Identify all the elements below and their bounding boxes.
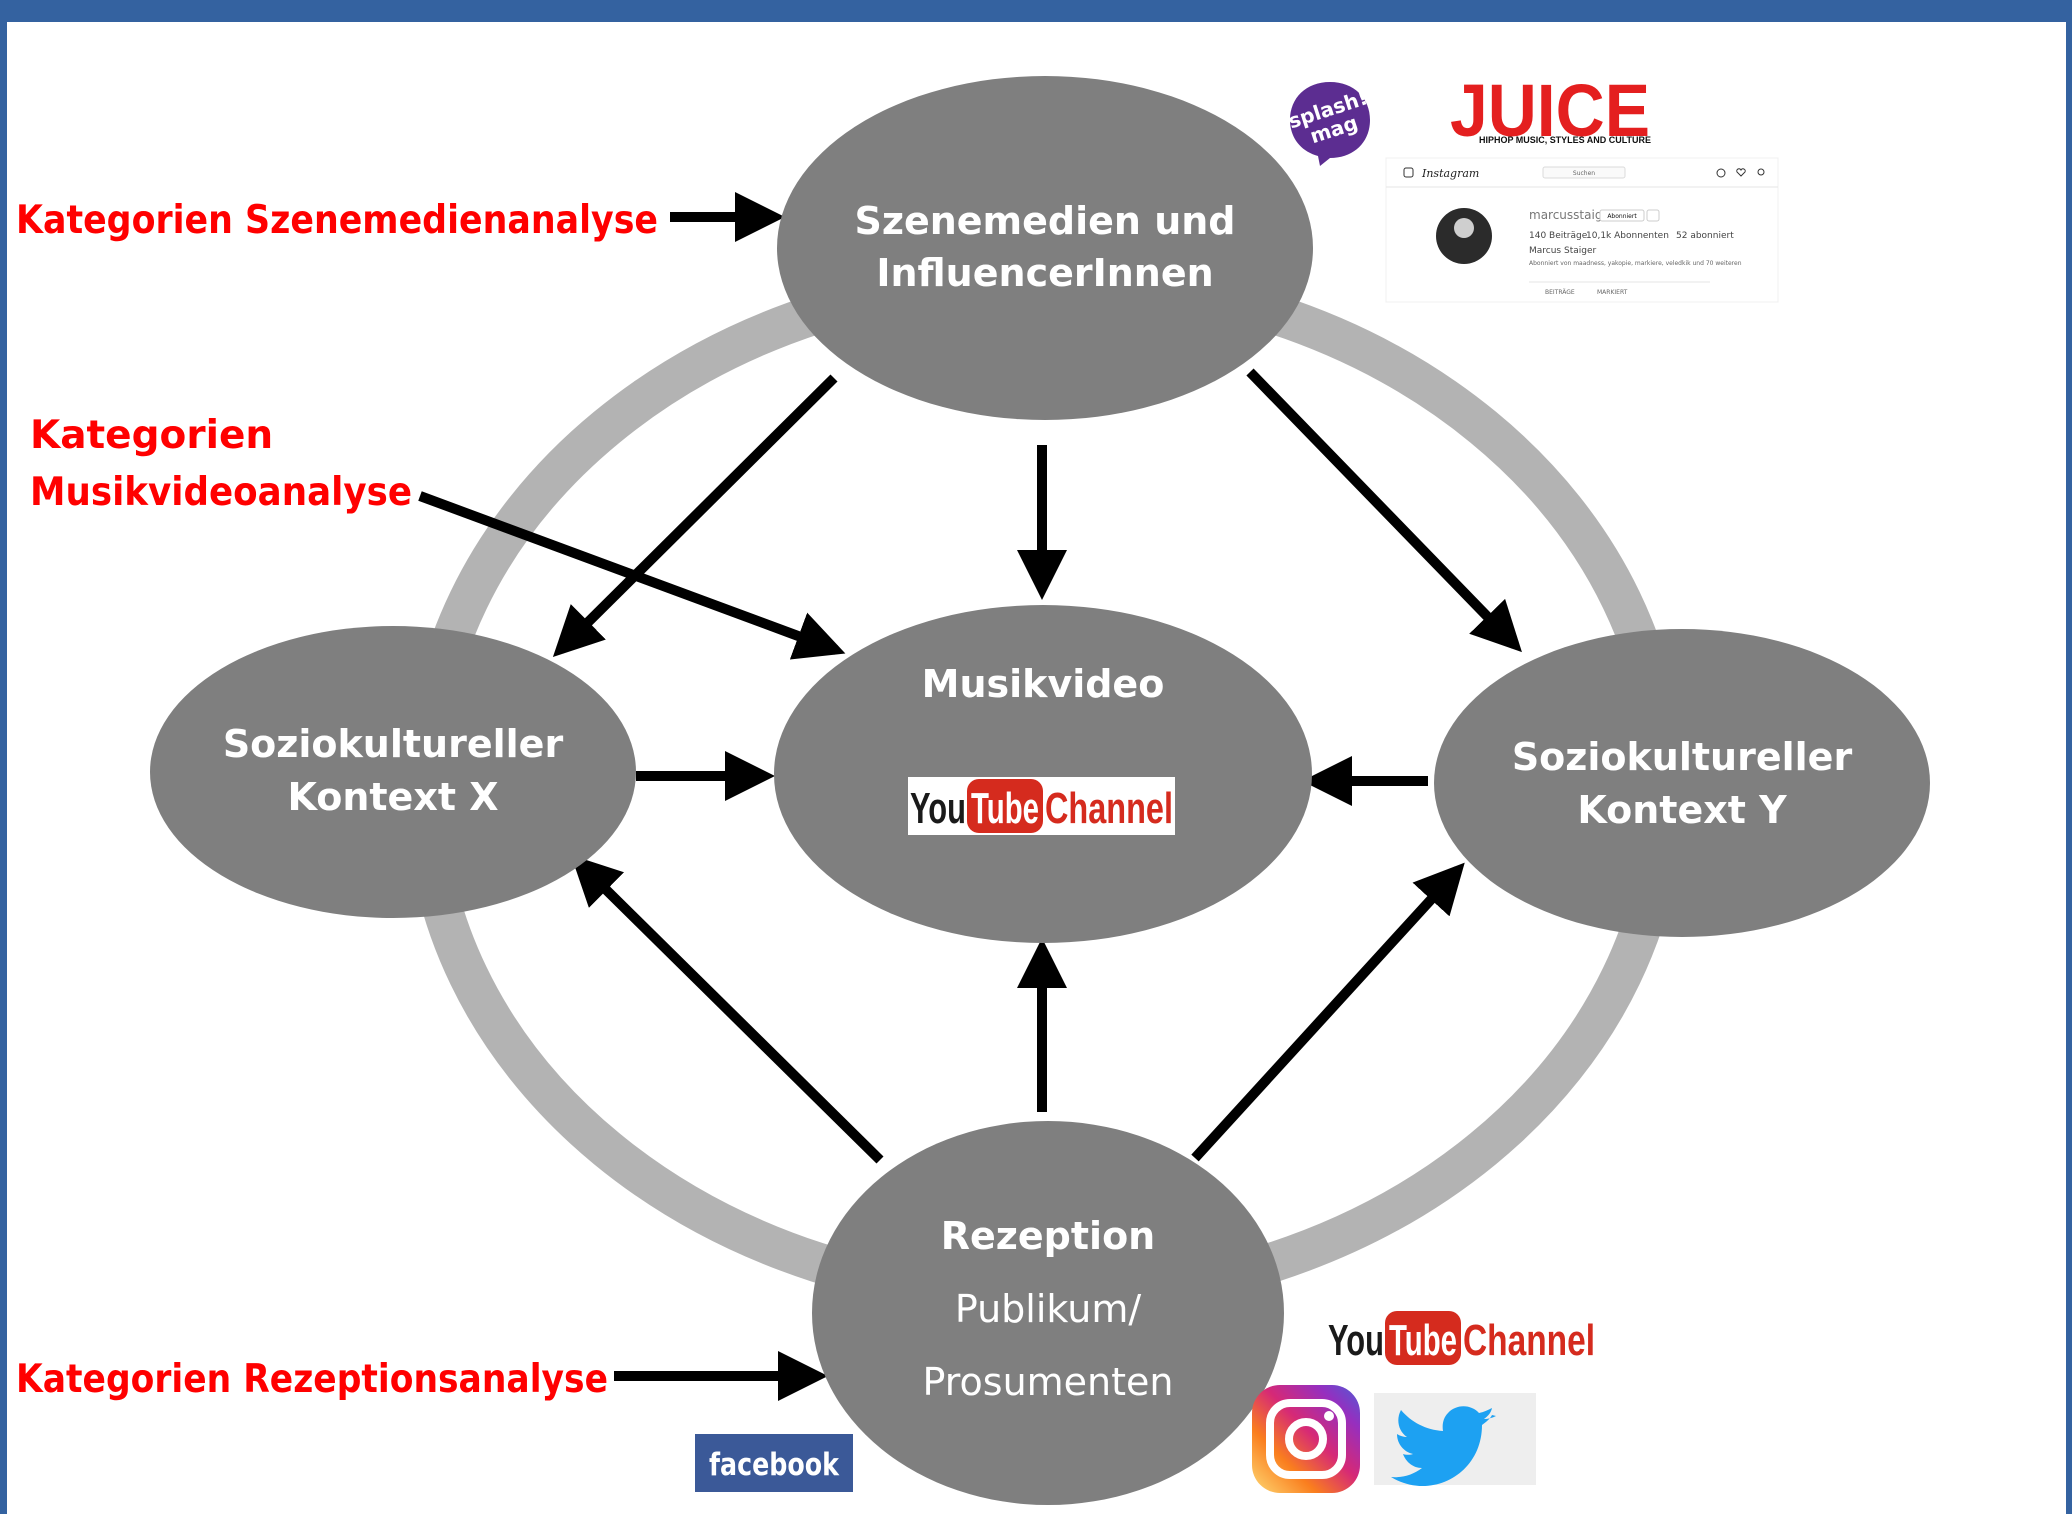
instagram-bio: Abonniert von maadness, yakopie, markier… [1529, 260, 1742, 267]
youtube-secondary-you: You [1328, 1316, 1384, 1365]
instagram-username: marcusstaiger [1529, 208, 1615, 222]
node-context-x-line1: Soziokultureller [223, 722, 564, 766]
right-frame-bar [2066, 0, 2072, 1514]
instagram-dropdown-button [1646, 209, 1660, 222]
facebook-logo-text: facebook [709, 1447, 840, 1483]
node-reception: Rezeption Publikum/ Prosumenten [812, 1121, 1284, 1505]
node-music-video-shape [774, 605, 1312, 943]
instagram-icon-bg [1252, 1385, 1360, 1493]
node-reception-shape [812, 1121, 1284, 1505]
instagram-camera-icon [1403, 167, 1414, 178]
arrow-scene-to-context-x [552, 374, 838, 658]
instagram-icon-dot [1324, 1411, 1334, 1421]
youtube-channel-logo-secondary: You Tube Channel [1328, 1311, 1595, 1365]
node-context-x: Soziokultureller Kontext X [150, 626, 636, 918]
node-reception-title: Rezeption [941, 1214, 1155, 1258]
youtube-logo-tube-bg [967, 779, 1043, 833]
instagram-following-count: 52 abonniert [1676, 231, 1734, 241]
arrow-category-musicvideo [418, 491, 846, 660]
node-music-video: Musikvideo You Tube Channel [774, 605, 1312, 943]
instagram-icon-lens [1285, 1418, 1327, 1460]
instagram-posts-count: 140 Beiträge [1529, 231, 1588, 241]
flow-arrows [418, 192, 1522, 1401]
node-reception-line3: Prosumenten [922, 1360, 1173, 1404]
instagram-profile-icon [1757, 168, 1765, 176]
instagram-followers-count: 10,1k Abonnenten [1586, 231, 1669, 241]
youtube-secondary-tube: Tube [1389, 1316, 1457, 1365]
node-scene-media-line1: Szenemedien und [854, 199, 1235, 243]
node-context-x-line2: Kontext X [287, 775, 498, 819]
instagram-search-placeholder: Suchen [1573, 170, 1595, 177]
arrow-scene-to-context-y [1246, 368, 1522, 653]
node-context-y-line2: Kontext Y [1577, 788, 1787, 832]
instagram-heart-icon [1736, 168, 1746, 177]
twitter-bird [1391, 1406, 1496, 1487]
instagram-follow-button [1599, 209, 1645, 222]
youtube-secondary-tube-bg [1385, 1311, 1461, 1365]
instagram-icon [1252, 1385, 1360, 1493]
arrow-reception-to-context-x [570, 854, 884, 1164]
node-context-y-shape [1434, 629, 1930, 937]
splash-mag-logo: splash! mag [1285, 82, 1370, 166]
node-reception-line2: Publikum/ [955, 1287, 1142, 1331]
instagram-icon-frame [1266, 1399, 1346, 1479]
youtube-logo-you: You [910, 784, 966, 833]
category-music-video-label-line2: Musikvideoanalyse [30, 470, 412, 515]
instagram-display-name: Marcus Staiger [1529, 246, 1596, 256]
instagram-avatar-face [1454, 218, 1474, 238]
instagram-brand: Instagram [1421, 167, 1479, 180]
category-reception-label: Kategorien Rezeptionsanalyse [16, 1357, 608, 1402]
node-context-y-line1: Soziokultureller [1512, 735, 1853, 779]
node-scene-media-line2: InfluencerInnen [876, 251, 1213, 295]
splash-mag-bubble [1290, 82, 1370, 166]
node-scene-media-shape [777, 76, 1313, 420]
youtube-secondary-channel: Channel [1463, 1316, 1595, 1365]
twitter-icon [1374, 1393, 1536, 1487]
instagram-tab-tagged: MARKIERT [1597, 289, 1628, 296]
facebook-logo: facebook [695, 1434, 853, 1492]
youtube-logo-tube: Tube [971, 784, 1039, 833]
instagram-explore-icon [1716, 168, 1726, 178]
left-frame-bar [0, 0, 7, 1514]
juice-logo: JUICE HIPHOP MUSIC, STYLES AND CULTURE [1450, 69, 1651, 152]
top-frame-bar [0, 0, 2072, 22]
node-context-y: Soziokultureller Kontext Y [1434, 629, 1930, 937]
node-music-video-title: Musikvideo [922, 662, 1165, 706]
arrow-reception-to-context-y [1191, 862, 1465, 1162]
youtube-channel-logo: You Tube Channel [908, 777, 1175, 835]
juice-logo-tagline: HIPHOP MUSIC, STYLES AND CULTURE [1479, 135, 1651, 145]
instagram-tab-posts: BEITRÄGE [1545, 289, 1575, 296]
youtube-logo-channel: Channel [1045, 784, 1173, 833]
category-scene-media-label: Kategorien Szenemedienanalyse [16, 198, 658, 243]
facebook-logo-bg [695, 1434, 853, 1492]
juice-logo-wordmark: JUICE [1450, 69, 1650, 152]
node-scene-media: Szenemedien und InfluencerInnen [777, 76, 1313, 420]
instagram-search-box [1542, 166, 1626, 179]
category-music-video-label-line1: Kategorien [30, 413, 273, 458]
instagram-profile-screenshot: Instagram Suchen marcusstaiger Abonniert… [1385, 157, 1779, 303]
node-context-x-shape [150, 626, 636, 918]
instagram-follow-label: Abonniert [1607, 213, 1637, 220]
